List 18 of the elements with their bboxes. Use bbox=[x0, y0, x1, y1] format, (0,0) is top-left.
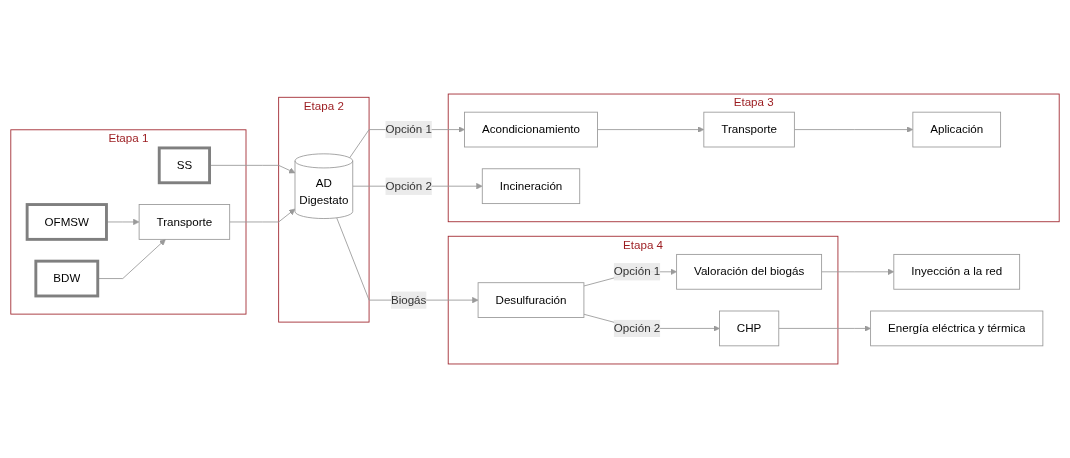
edge-label: Opción 2 bbox=[613, 321, 661, 335]
node-box: SS bbox=[157, 146, 211, 185]
node-box: Valoración del biogás bbox=[676, 253, 823, 290]
node-box: Desulfuración bbox=[477, 282, 585, 318]
edge-label: Opción 1 bbox=[385, 123, 432, 136]
edge-label: Opción 2 bbox=[385, 179, 432, 192]
node-box: Energía eléctrica y térmica bbox=[870, 310, 1044, 347]
edge-label: Biogás bbox=[390, 293, 427, 306]
node-box: Transporte bbox=[138, 204, 231, 240]
node-box: Acondicionamiento bbox=[464, 111, 598, 148]
node-box: OFMSW bbox=[25, 203, 108, 241]
node-box: Inyección a la red bbox=[893, 253, 1021, 290]
node-box: BDW bbox=[34, 259, 100, 298]
node-box: Incineración bbox=[481, 168, 581, 205]
node-box: Transporte bbox=[703, 111, 795, 148]
node-box: Aplicación bbox=[912, 111, 1002, 148]
node-box: CHP bbox=[719, 310, 780, 347]
edge-label: Opción 1 bbox=[613, 265, 661, 278]
